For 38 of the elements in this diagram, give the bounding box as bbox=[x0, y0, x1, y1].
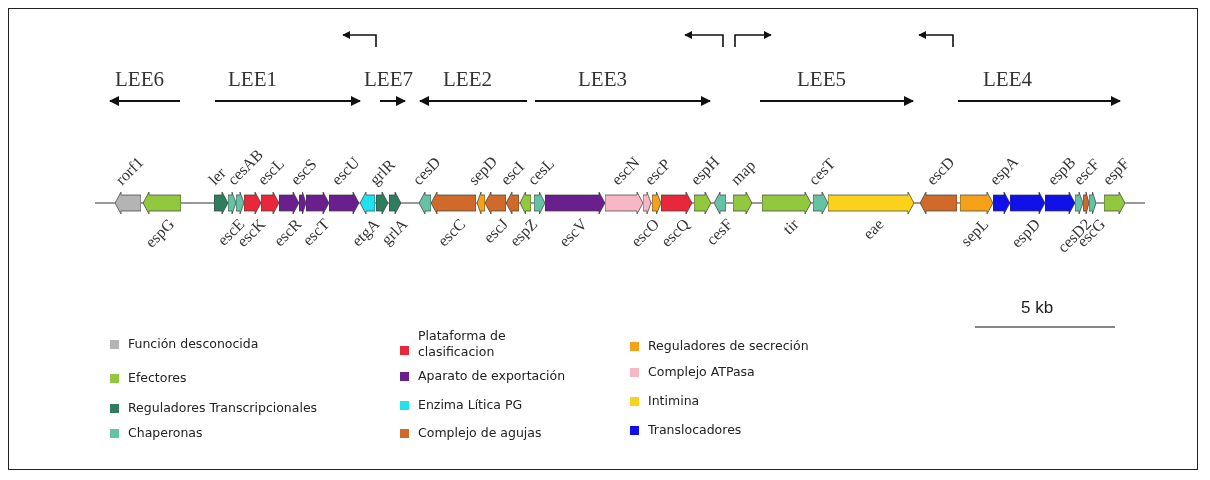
legend-label: Complejo de agujas bbox=[418, 425, 542, 441]
operon-label: LEE7 bbox=[364, 68, 413, 90]
gene-label: espA bbox=[986, 153, 1021, 188]
legend-label: Translocadores bbox=[648, 422, 742, 438]
gene-label: escP bbox=[641, 155, 674, 188]
operon-label: LEE6 bbox=[115, 68, 164, 90]
operon-label: LEE2 bbox=[443, 68, 492, 90]
operon-label: LEE3 bbox=[578, 68, 627, 90]
gene-label: grlR bbox=[366, 156, 399, 188]
gene-label: ler bbox=[205, 164, 229, 188]
gene-label: espD bbox=[1008, 216, 1043, 251]
gene-label: sepL bbox=[958, 216, 992, 250]
legend-label: Plataforma de clasificacion bbox=[418, 328, 507, 360]
legend-label: Efectores bbox=[128, 370, 187, 386]
legend-label: Función desconocida bbox=[128, 336, 259, 352]
legend-label: Complejo ATPasa bbox=[648, 364, 755, 380]
operon-label: LEE4 bbox=[983, 68, 1032, 90]
legend-label: Chaperonas bbox=[128, 425, 203, 441]
operon-label: LEE1 bbox=[228, 68, 277, 90]
legend-label: Enzima Lítica PG bbox=[418, 397, 523, 413]
gene-label: escI bbox=[497, 158, 527, 188]
gene-label: escD bbox=[923, 154, 958, 188]
gene-label: tir bbox=[780, 216, 802, 238]
legend-label: Reguladores de secreción bbox=[648, 338, 809, 354]
legend-label: Intimina bbox=[648, 393, 700, 409]
gene-label: map bbox=[727, 157, 758, 188]
gene-label: eae bbox=[859, 216, 887, 243]
gene-label: escR bbox=[271, 216, 305, 250]
operon-label: LEE5 bbox=[797, 68, 846, 90]
scale-label: 5 kb bbox=[1021, 300, 1054, 316]
gene-label: cesD bbox=[409, 154, 444, 188]
gene-label: etgA bbox=[349, 216, 383, 250]
gene-label: cesL bbox=[524, 155, 557, 188]
gene-label: escC bbox=[435, 216, 469, 250]
gene-label: cesF bbox=[703, 216, 736, 249]
gene-label: escS bbox=[287, 155, 320, 188]
legend-label: Aparato de exportación bbox=[418, 368, 566, 384]
legend-label: Reguladores Transcripcionales bbox=[128, 400, 318, 416]
